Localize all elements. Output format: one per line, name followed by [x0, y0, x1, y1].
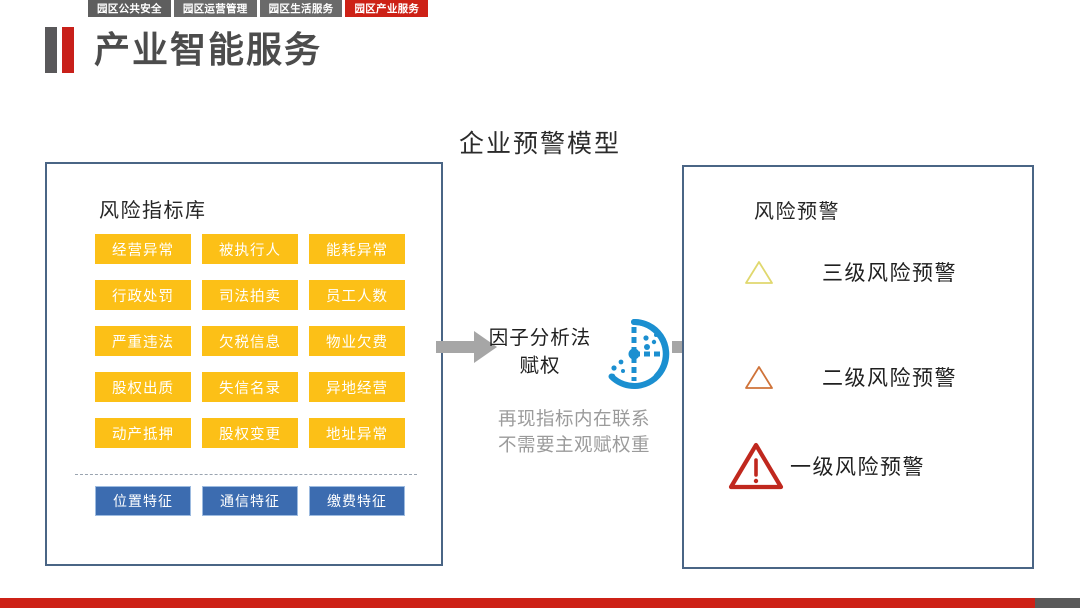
risk-tag[interactable]: 经营异常: [95, 234, 191, 264]
risk-level-label: 一级风险预警: [790, 456, 925, 479]
feature-tag[interactable]: 位置特征: [95, 486, 191, 516]
tab-park-life-services[interactable]: 园区生活服务: [259, 0, 343, 17]
feature-tag[interactable]: 缴费特征: [309, 486, 405, 516]
left-panel-title: 风险指标库: [99, 200, 207, 222]
factor-method-line2: 赋权: [519, 355, 561, 377]
footer-bar: [0, 598, 1080, 608]
warning-triangle-icon: [745, 261, 773, 284]
risk-tag[interactable]: 严重违法: [95, 326, 191, 356]
top-tab-strip: 园区公共安全 园区运营管理 园区生活服务 园区产业服务: [0, 0, 1080, 17]
risk-warning-panel: 风险预警 三级风险预警 二级风险预警 一级风险预警: [682, 165, 1034, 569]
risk-indicator-library-panel: 风险指标库 经营异常 被执行人 能耗异常 行政处罚 司法拍卖 员工人数 严重违法…: [45, 162, 443, 566]
risk-tag[interactable]: 行政处罚: [95, 280, 191, 310]
risk-level-row-2: 二级风险预警: [744, 362, 957, 392]
risk-level-row-3: 三级风险预警: [744, 257, 957, 287]
risk-tag[interactable]: 股权出质: [95, 372, 191, 402]
diagram-heading: 企业预警模型: [458, 130, 621, 158]
risk-indicator-tag-grid: 经营异常 被执行人 能耗异常 行政处罚 司法拍卖 员工人数 严重违法 欠税信息 …: [95, 234, 405, 448]
note-line2: 不需要主观赋权重: [497, 434, 650, 455]
factor-method-row: 因子分析法 赋权: [466, 318, 682, 398]
flow-arrow-left-icon: [436, 331, 497, 363]
note-line1: 再现指标内在联系: [497, 408, 650, 429]
risk-tag[interactable]: 异地经营: [309, 372, 405, 402]
tab-park-public-safety[interactable]: 园区公共安全: [88, 0, 171, 17]
warning-triangle-exclamation-icon: [728, 442, 784, 490]
feature-tag-row: 位置特征 通信特征 缴费特征: [95, 486, 413, 516]
warning-triangle-icon: [745, 366, 773, 389]
risk-tag[interactable]: 动产抵押: [95, 418, 191, 448]
risk-tag[interactable]: 司法拍卖: [202, 280, 298, 310]
risk-tag[interactable]: 能耗异常: [309, 234, 405, 264]
tab-park-operations[interactable]: 园区运营管理: [173, 0, 257, 17]
risk-tag[interactable]: 物业欠费: [309, 326, 405, 356]
risk-tag[interactable]: 员工人数: [309, 280, 405, 310]
panel-divider: [75, 474, 417, 475]
footer-bar-red: [0, 598, 1035, 608]
page-title-block: 产业智能服务: [45, 27, 322, 73]
factor-method-label: 因子分析法 赋权: [484, 324, 596, 380]
tab-park-industry-services[interactable]: 园区产业服务: [345, 0, 429, 17]
feature-tag[interactable]: 通信特征: [202, 486, 298, 516]
tabstrip-spacer: [0, 0, 88, 17]
risk-level-row-1: 一级风险预警: [726, 439, 925, 493]
risk-tag[interactable]: 失信名录: [202, 372, 298, 402]
factor-method-line1: 因子分析法: [488, 327, 592, 349]
title-accent-bar-red: [62, 27, 74, 73]
risk-level-label: 二级风险预警: [822, 367, 957, 390]
title-accent-bar-gray: [45, 27, 57, 73]
right-panel-title: 风险预警: [754, 201, 840, 223]
risk-tag[interactable]: 股权变更: [202, 418, 298, 448]
scatter-analysis-icon: [608, 318, 670, 389]
risk-tag[interactable]: 被执行人: [202, 234, 298, 264]
factor-analysis-block: 因子分析法 赋权 再现指标内在联系 不需要主观赋权重: [466, 318, 682, 455]
footer-bar-gray: [1035, 598, 1080, 608]
risk-level-label: 三级风险预警: [822, 262, 957, 285]
page-title: 产业智能服务: [94, 29, 323, 70]
risk-tag[interactable]: 欠税信息: [202, 326, 298, 356]
factor-analysis-note: 再现指标内在联系 不需要主观赋权重: [466, 406, 682, 458]
risk-tag[interactable]: 地址异常: [309, 418, 405, 448]
